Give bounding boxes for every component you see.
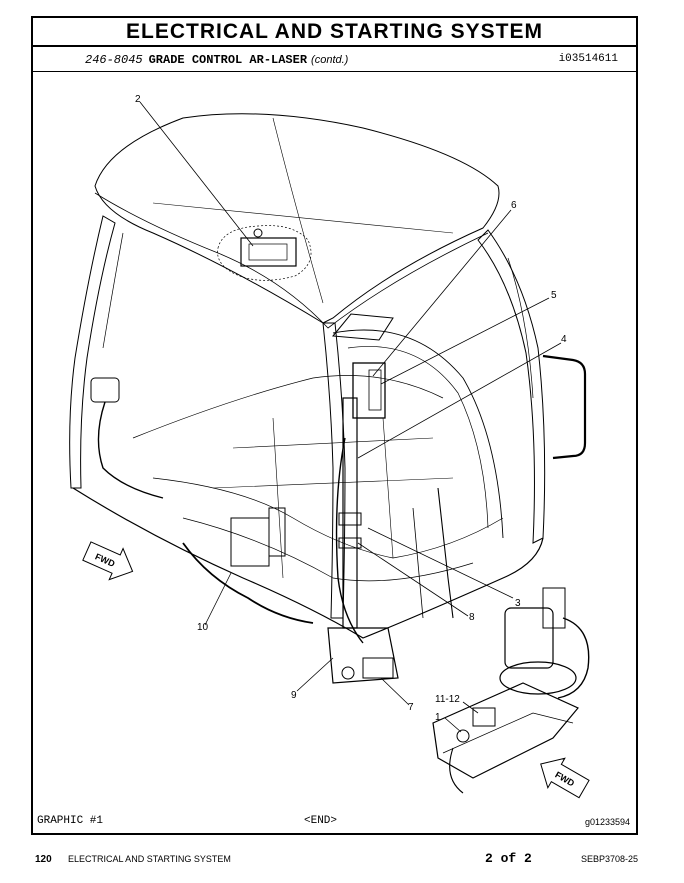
callout-2: 2 <box>135 94 141 105</box>
front-left-pillar <box>69 215 116 489</box>
callout-3: 3 <box>515 598 521 609</box>
callout-1: 1 <box>435 712 441 723</box>
left-component <box>90 377 120 403</box>
display-knob <box>253 228 263 238</box>
callout-6: 6 <box>511 200 517 211</box>
left-harness <box>97 401 164 499</box>
mast-base <box>327 627 399 684</box>
part-name: GRADE CONTROL AR-LASER <box>148 53 308 67</box>
floor-frame-c <box>182 517 474 582</box>
part-header: 246-8045 GRADE CONTROL AR-LASER(contd.) i… <box>33 47 636 72</box>
end-label: <END> <box>304 815 338 827</box>
callout-4: 4 <box>561 334 567 345</box>
control-box <box>230 517 270 567</box>
handrail <box>542 354 587 460</box>
part-heading: 246-8045 GRADE CONTROL AR-LASER(contd.) <box>85 53 348 67</box>
control-box-side <box>268 507 286 557</box>
mast-cable <box>335 437 364 644</box>
detail-mast <box>542 587 566 629</box>
roof-edge <box>94 192 489 329</box>
page-footer: 120 ELECTRICAL AND STARTING SYSTEM 2 of … <box>31 851 638 871</box>
callout-7: 7 <box>408 702 414 713</box>
callout-11-12: 11-12 <box>435 694 460 705</box>
callout-10: 10 <box>197 622 209 633</box>
rear-frame-post <box>437 487 454 619</box>
detail-plate-edge <box>442 712 574 754</box>
connector-1 <box>456 729 470 743</box>
floor-frame-a <box>132 375 444 439</box>
front-left-pillar-inner <box>102 232 124 349</box>
page-of: 2 of 2 <box>485 851 532 866</box>
callout-8: 8 <box>469 612 475 623</box>
floor-frame-b <box>152 477 504 559</box>
continued-label: (contd.) <box>311 54 349 66</box>
detail-base <box>499 661 577 695</box>
part-number: 246-8045 <box>85 53 143 67</box>
leader-lines <box>139 101 562 733</box>
grade-display-screen <box>248 243 288 261</box>
receiver-window <box>368 369 382 411</box>
wire-harness-10 <box>182 542 314 624</box>
center-pillar <box>322 322 346 619</box>
fwd-arrow-right: FWD <box>540 757 590 799</box>
section-title: ELECTRICAL AND STARTING SYSTEM <box>33 18 636 47</box>
cab-floor <box>72 487 544 639</box>
footer-section: ELECTRICAL AND STARTING SYSTEM <box>68 854 231 864</box>
rear-right-pillar-inner <box>507 257 534 399</box>
callout-9: 9 <box>291 690 297 701</box>
rear-arch <box>332 329 504 539</box>
rear-arch-inner <box>347 346 489 529</box>
graphic-id: g01233594 <box>584 817 630 827</box>
document-id: SEBP3708-25 <box>580 854 638 864</box>
mast-clamp-lower <box>338 537 362 549</box>
detail-cylinder <box>504 607 554 669</box>
cab-roof <box>94 113 500 324</box>
rear-frame-post-2 <box>412 507 424 619</box>
grade-display <box>240 237 297 267</box>
fwd-label-right: FWD <box>553 770 576 789</box>
detail-cable <box>557 617 590 699</box>
connector-11-12 <box>472 707 496 727</box>
mount-bracket <box>332 313 394 341</box>
base-bolt <box>341 666 355 680</box>
rear-right-pillar <box>477 229 546 544</box>
roof-seam-b <box>152 202 454 234</box>
laser-receiver <box>352 362 386 419</box>
graphic-label: GRAPHIC #1 <box>37 815 104 827</box>
callout-5: 5 <box>551 290 557 301</box>
detail-plate <box>432 682 579 779</box>
exploded-view-illustration: 2 6 5 4 3 8 10 9 7 11-12 1 FWD FWD <box>69 94 590 799</box>
connector-7 <box>362 657 394 679</box>
fwd-arrow-left: FWD <box>82 541 134 581</box>
frame-crossbar <box>212 417 454 579</box>
page-number: 120 <box>35 854 52 865</box>
illustration-id: i03514611 <box>558 53 618 65</box>
mast-clamp-upper <box>338 512 362 526</box>
display-cloud <box>217 225 312 281</box>
detail-wire <box>449 747 464 794</box>
roof-seam-a <box>272 117 324 304</box>
